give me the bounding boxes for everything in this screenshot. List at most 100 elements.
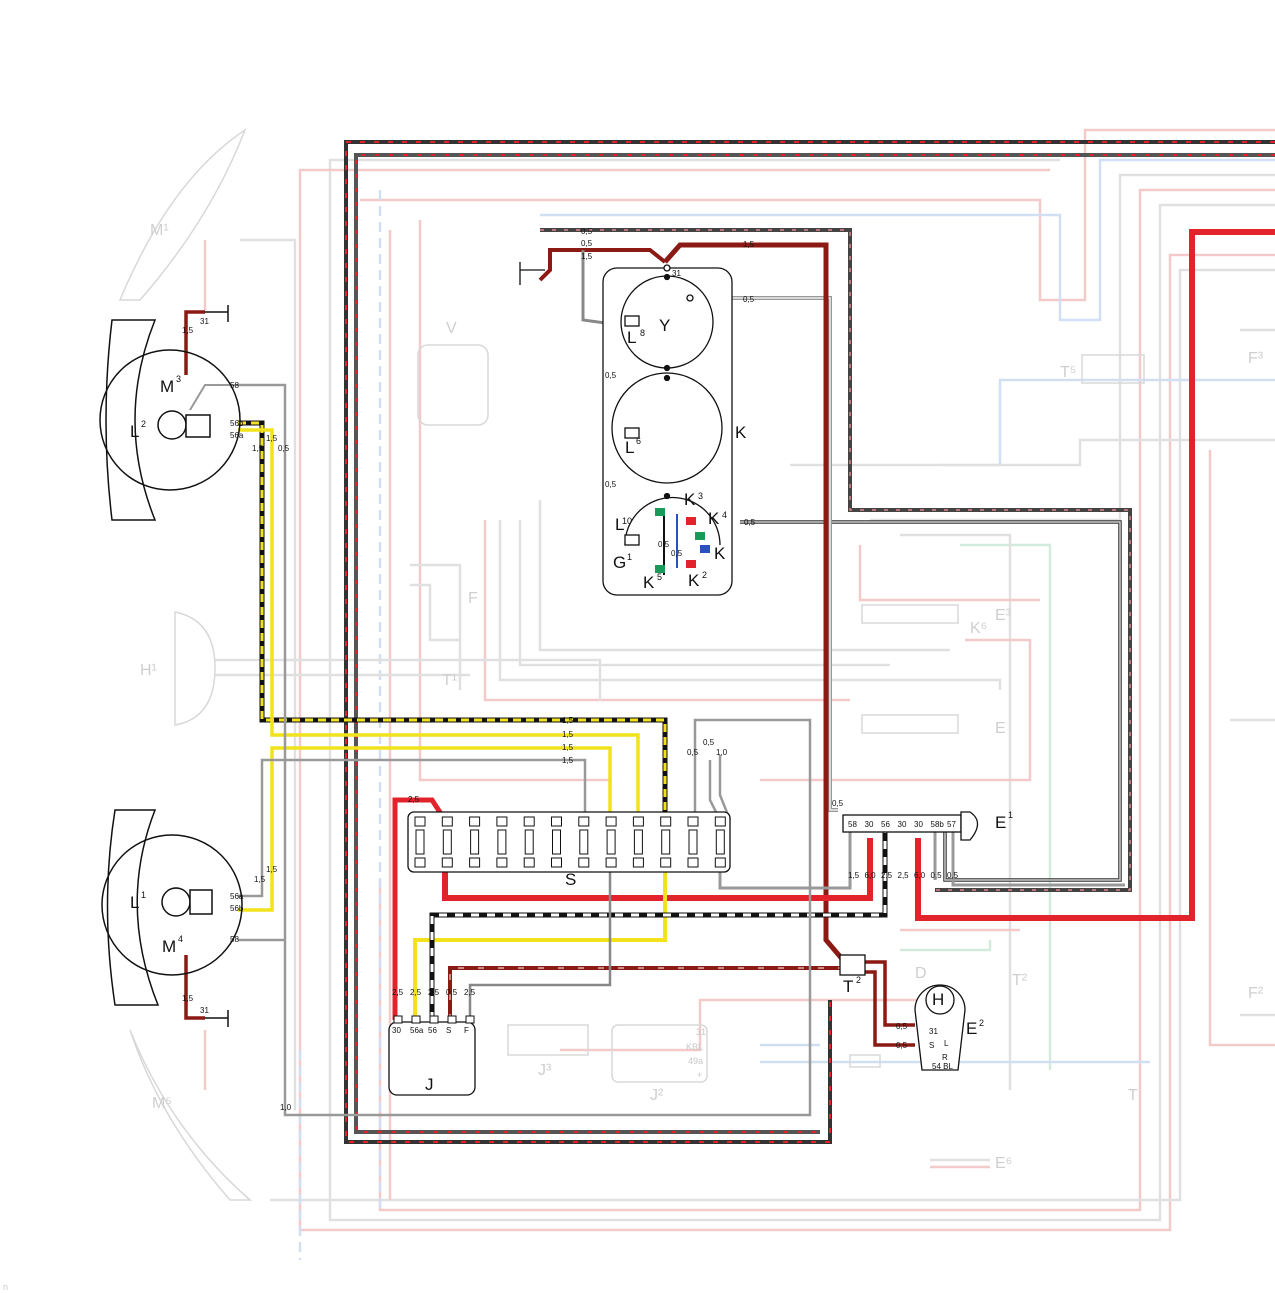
instrument-cluster-k bbox=[519, 262, 733, 596]
gauge-e1: 1,5 bbox=[848, 871, 860, 880]
gauge-e1-top: 0,5 bbox=[832, 799, 844, 808]
term-e1: 30 bbox=[898, 820, 907, 829]
term-j2-kbl: KBL bbox=[686, 1042, 703, 1052]
gauge-bottom: 1,0 bbox=[280, 1103, 292, 1112]
switch-h-e2 bbox=[914, 984, 966, 1071]
gauge-cluster-side-1: 0,5 bbox=[605, 371, 617, 380]
label-m3-sup: 3 bbox=[176, 374, 181, 384]
light-switch-e1 bbox=[842, 811, 979, 841]
gauge-fuse-in: 2,5 bbox=[408, 795, 420, 804]
term-e1: 57 bbox=[947, 820, 956, 829]
term-e1: 58b bbox=[931, 820, 945, 829]
gauge-e1: 2,5 bbox=[881, 871, 893, 880]
term-l1-56b: 56b bbox=[230, 904, 244, 913]
label-e1-sup: 1 bbox=[1008, 810, 1013, 820]
gauge-harness-1: 1,5 bbox=[562, 716, 574, 725]
headlight-l2 bbox=[99, 305, 241, 521]
term-cluster-31: 31 bbox=[672, 269, 681, 278]
label-k4: K bbox=[708, 509, 720, 528]
term-e1: 56 bbox=[881, 820, 890, 829]
faded-label-k6: K⁶ bbox=[970, 620, 987, 637]
gauge-e1: 6,0 bbox=[865, 871, 877, 880]
faded-label-j2: J² bbox=[650, 1087, 664, 1104]
label-k2: K bbox=[688, 571, 700, 590]
label-l2-sup: 2 bbox=[141, 419, 146, 429]
corner-mark: n bbox=[3, 1282, 8, 1292]
term-l1-58: 58 bbox=[230, 935, 239, 944]
gauge-cluster-3: 1,5 bbox=[581, 252, 593, 261]
gauge-l2-ground: 1,5 bbox=[182, 326, 194, 335]
term-j2-plus: + bbox=[697, 1070, 702, 1080]
label-l6: L bbox=[625, 438, 634, 457]
gauge-fuse-right-2: 0,5 bbox=[703, 738, 715, 747]
term-j: 56a bbox=[410, 1026, 424, 1035]
relay-j-pin bbox=[465, 1015, 475, 1024]
faded-strip-e3 bbox=[861, 604, 959, 624]
faded-label-t2b: T² bbox=[1012, 972, 1028, 989]
fuse bbox=[469, 816, 481, 868]
label-j: J bbox=[425, 1075, 434, 1094]
gauge-cluster-1: 0,5 bbox=[581, 227, 593, 236]
gauge-horn-1: 0,5 bbox=[896, 1022, 908, 1031]
gauge-cluster-inner-1: 0,5 bbox=[658, 540, 670, 549]
gauge-cluster-inner-2: 0,5 bbox=[671, 549, 683, 558]
faded-label-t: T bbox=[1128, 1087, 1138, 1104]
faded-strip-e bbox=[861, 714, 959, 734]
gauge-j: 2,5 bbox=[392, 988, 404, 997]
term-j2-31: 31 bbox=[696, 1027, 706, 1037]
relay-j-pin bbox=[447, 1015, 457, 1024]
faded-block-t5 bbox=[1081, 354, 1145, 384]
gauge-j: 2,5 bbox=[410, 988, 422, 997]
label-g1: G bbox=[613, 553, 626, 572]
faded-wiper-motor-v bbox=[417, 344, 489, 426]
term-j2-49a: 49a bbox=[688, 1056, 703, 1066]
gauge-l1-a: 1,5 bbox=[254, 875, 266, 884]
fuse bbox=[632, 816, 644, 868]
faded-label-t1: T¹ bbox=[442, 672, 457, 689]
faded-label-f: F bbox=[468, 590, 478, 607]
gauge-cluster-right: 0,5 bbox=[744, 518, 756, 527]
gauge-j: 2,5 bbox=[464, 988, 476, 997]
label-l6-sup: 6 bbox=[636, 436, 641, 446]
label-t2: T bbox=[843, 977, 853, 996]
term-l2-31: 31 bbox=[200, 317, 209, 326]
gauge-l1-ground: 1,5 bbox=[182, 994, 194, 1003]
gauge-j: 2,5 bbox=[428, 988, 440, 997]
fuse bbox=[496, 816, 508, 868]
label-e2-sup: 2 bbox=[979, 1018, 984, 1028]
gauge-horn-2: 0,5 bbox=[896, 1041, 908, 1050]
relay-j-pin bbox=[429, 1015, 439, 1024]
label-s: S bbox=[565, 870, 576, 889]
gauge-cluster-4: 1,5 bbox=[743, 240, 755, 249]
label-k3-sup: 3 bbox=[698, 491, 703, 501]
gauge-harness-3: 1,5 bbox=[562, 743, 574, 752]
label-e1: E bbox=[995, 813, 1006, 832]
relay-j-pin bbox=[393, 1015, 403, 1024]
term-h-s: S bbox=[929, 1041, 934, 1050]
label-l10-sup: 10 bbox=[622, 516, 632, 526]
faded-components bbox=[118, 128, 1145, 1201]
faded-label-m5: M⁵ bbox=[152, 1095, 172, 1112]
faded-label-f3: F³ bbox=[1248, 350, 1264, 367]
faded-label-d: D bbox=[915, 965, 927, 982]
fuse bbox=[578, 816, 590, 868]
term-j: 56 bbox=[428, 1026, 437, 1035]
gauge-e1: 6,0 bbox=[914, 871, 926, 880]
label-y: Y bbox=[659, 316, 670, 335]
label-k5: K bbox=[643, 573, 655, 592]
fuse bbox=[414, 816, 426, 868]
label-k3: K bbox=[684, 490, 696, 509]
faded-label-e3: E³ bbox=[995, 607, 1012, 624]
term-l2-56a: 56a bbox=[230, 431, 244, 440]
label-k4-sup: 4 bbox=[722, 510, 727, 520]
label-l1: L bbox=[130, 893, 139, 912]
term-h-54bl: 54 BL bbox=[932, 1062, 953, 1071]
gauge-l1-b: 1,5 bbox=[266, 865, 278, 874]
term-j: F bbox=[464, 1026, 469, 1035]
label-h: H bbox=[932, 990, 944, 1009]
fuse bbox=[660, 816, 672, 868]
label-l8: L bbox=[627, 328, 636, 347]
label-l2: L bbox=[130, 422, 139, 441]
gauge-e1: 0,5 bbox=[947, 871, 959, 880]
